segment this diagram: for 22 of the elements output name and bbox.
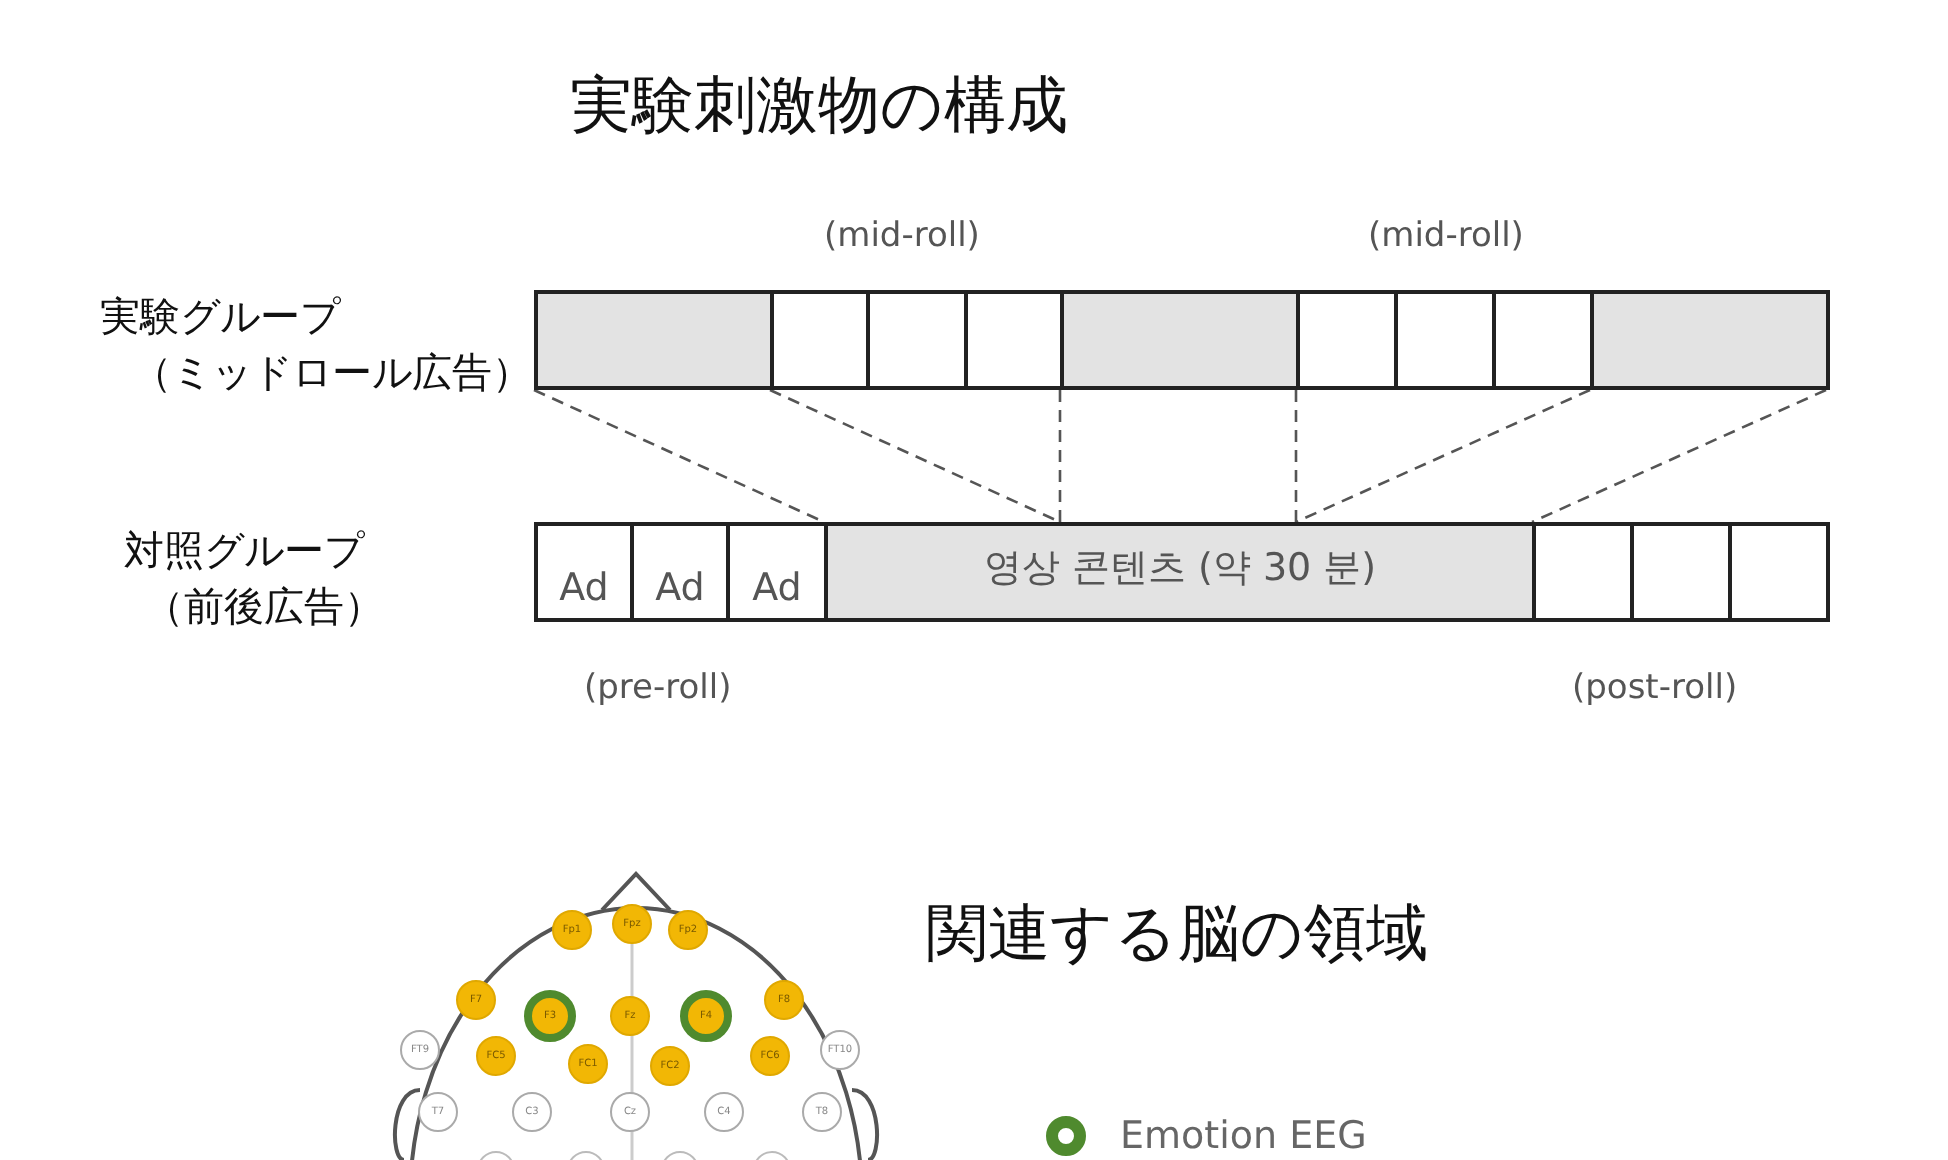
group-label: （ミッドロール広告） [132,346,532,400]
group-label: 実験グループ [100,290,340,344]
roll-label: (mid-roll) [824,216,980,256]
legend-label: Emotion EEG [1120,1114,1367,1158]
group-label: （前後広告） [144,580,384,634]
connector-line [1058,390,1062,522]
title: 実験刺激物の構成 [570,68,1068,146]
roll-label: (post-roll) [1572,668,1738,708]
content-segment-box [1590,290,1830,390]
content-segment-box [534,290,774,390]
ad-box: Ad [726,522,828,622]
section-heading: 関連する脳の領域 [926,896,1428,974]
roll-label: (mid-roll) [1368,216,1524,256]
ad-box: Ad [630,522,730,622]
roll-label: (pre-roll) [584,668,732,708]
ad-box: Ad [534,522,634,622]
group-label: 対照グループ [124,524,364,578]
connector-line [1531,388,1827,524]
connector-line [1295,388,1591,524]
content-box: 영상 콘텐츠 (약 30 분) [824,522,1536,622]
connector-line [1294,390,1298,522]
content-segment-box [1060,290,1300,390]
